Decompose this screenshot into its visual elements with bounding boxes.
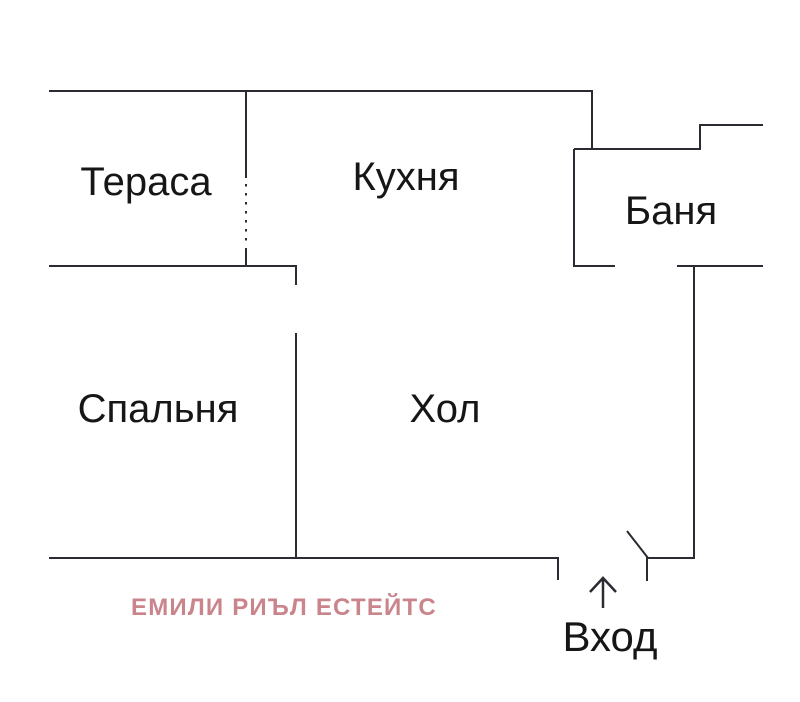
door-swing-line: [626, 530, 649, 559]
room-label-bedroom: Спальня: [78, 387, 239, 431]
room-label-hall: Хол: [410, 387, 481, 431]
entrance-label: Вход: [562, 613, 657, 660]
arrow-up-icon: [589, 576, 617, 608]
wall-right: [646, 266, 695, 581]
wall-bottom: [49, 557, 559, 580]
watermark-text: ЕМИЛИ РИЪЛ ЕСТЕЙТС: [131, 594, 437, 621]
wall-bathroom-left: [573, 149, 615, 267]
room-label-kitchen: Кухня: [352, 155, 459, 199]
wall-top: [49, 90, 593, 149]
wall-terrace-bottom: [49, 265, 297, 285]
room-label-terrace: Тераса: [80, 160, 212, 204]
room-label-bathroom: Баня: [625, 189, 717, 233]
wall-bathroom-top-notch: [574, 124, 763, 150]
